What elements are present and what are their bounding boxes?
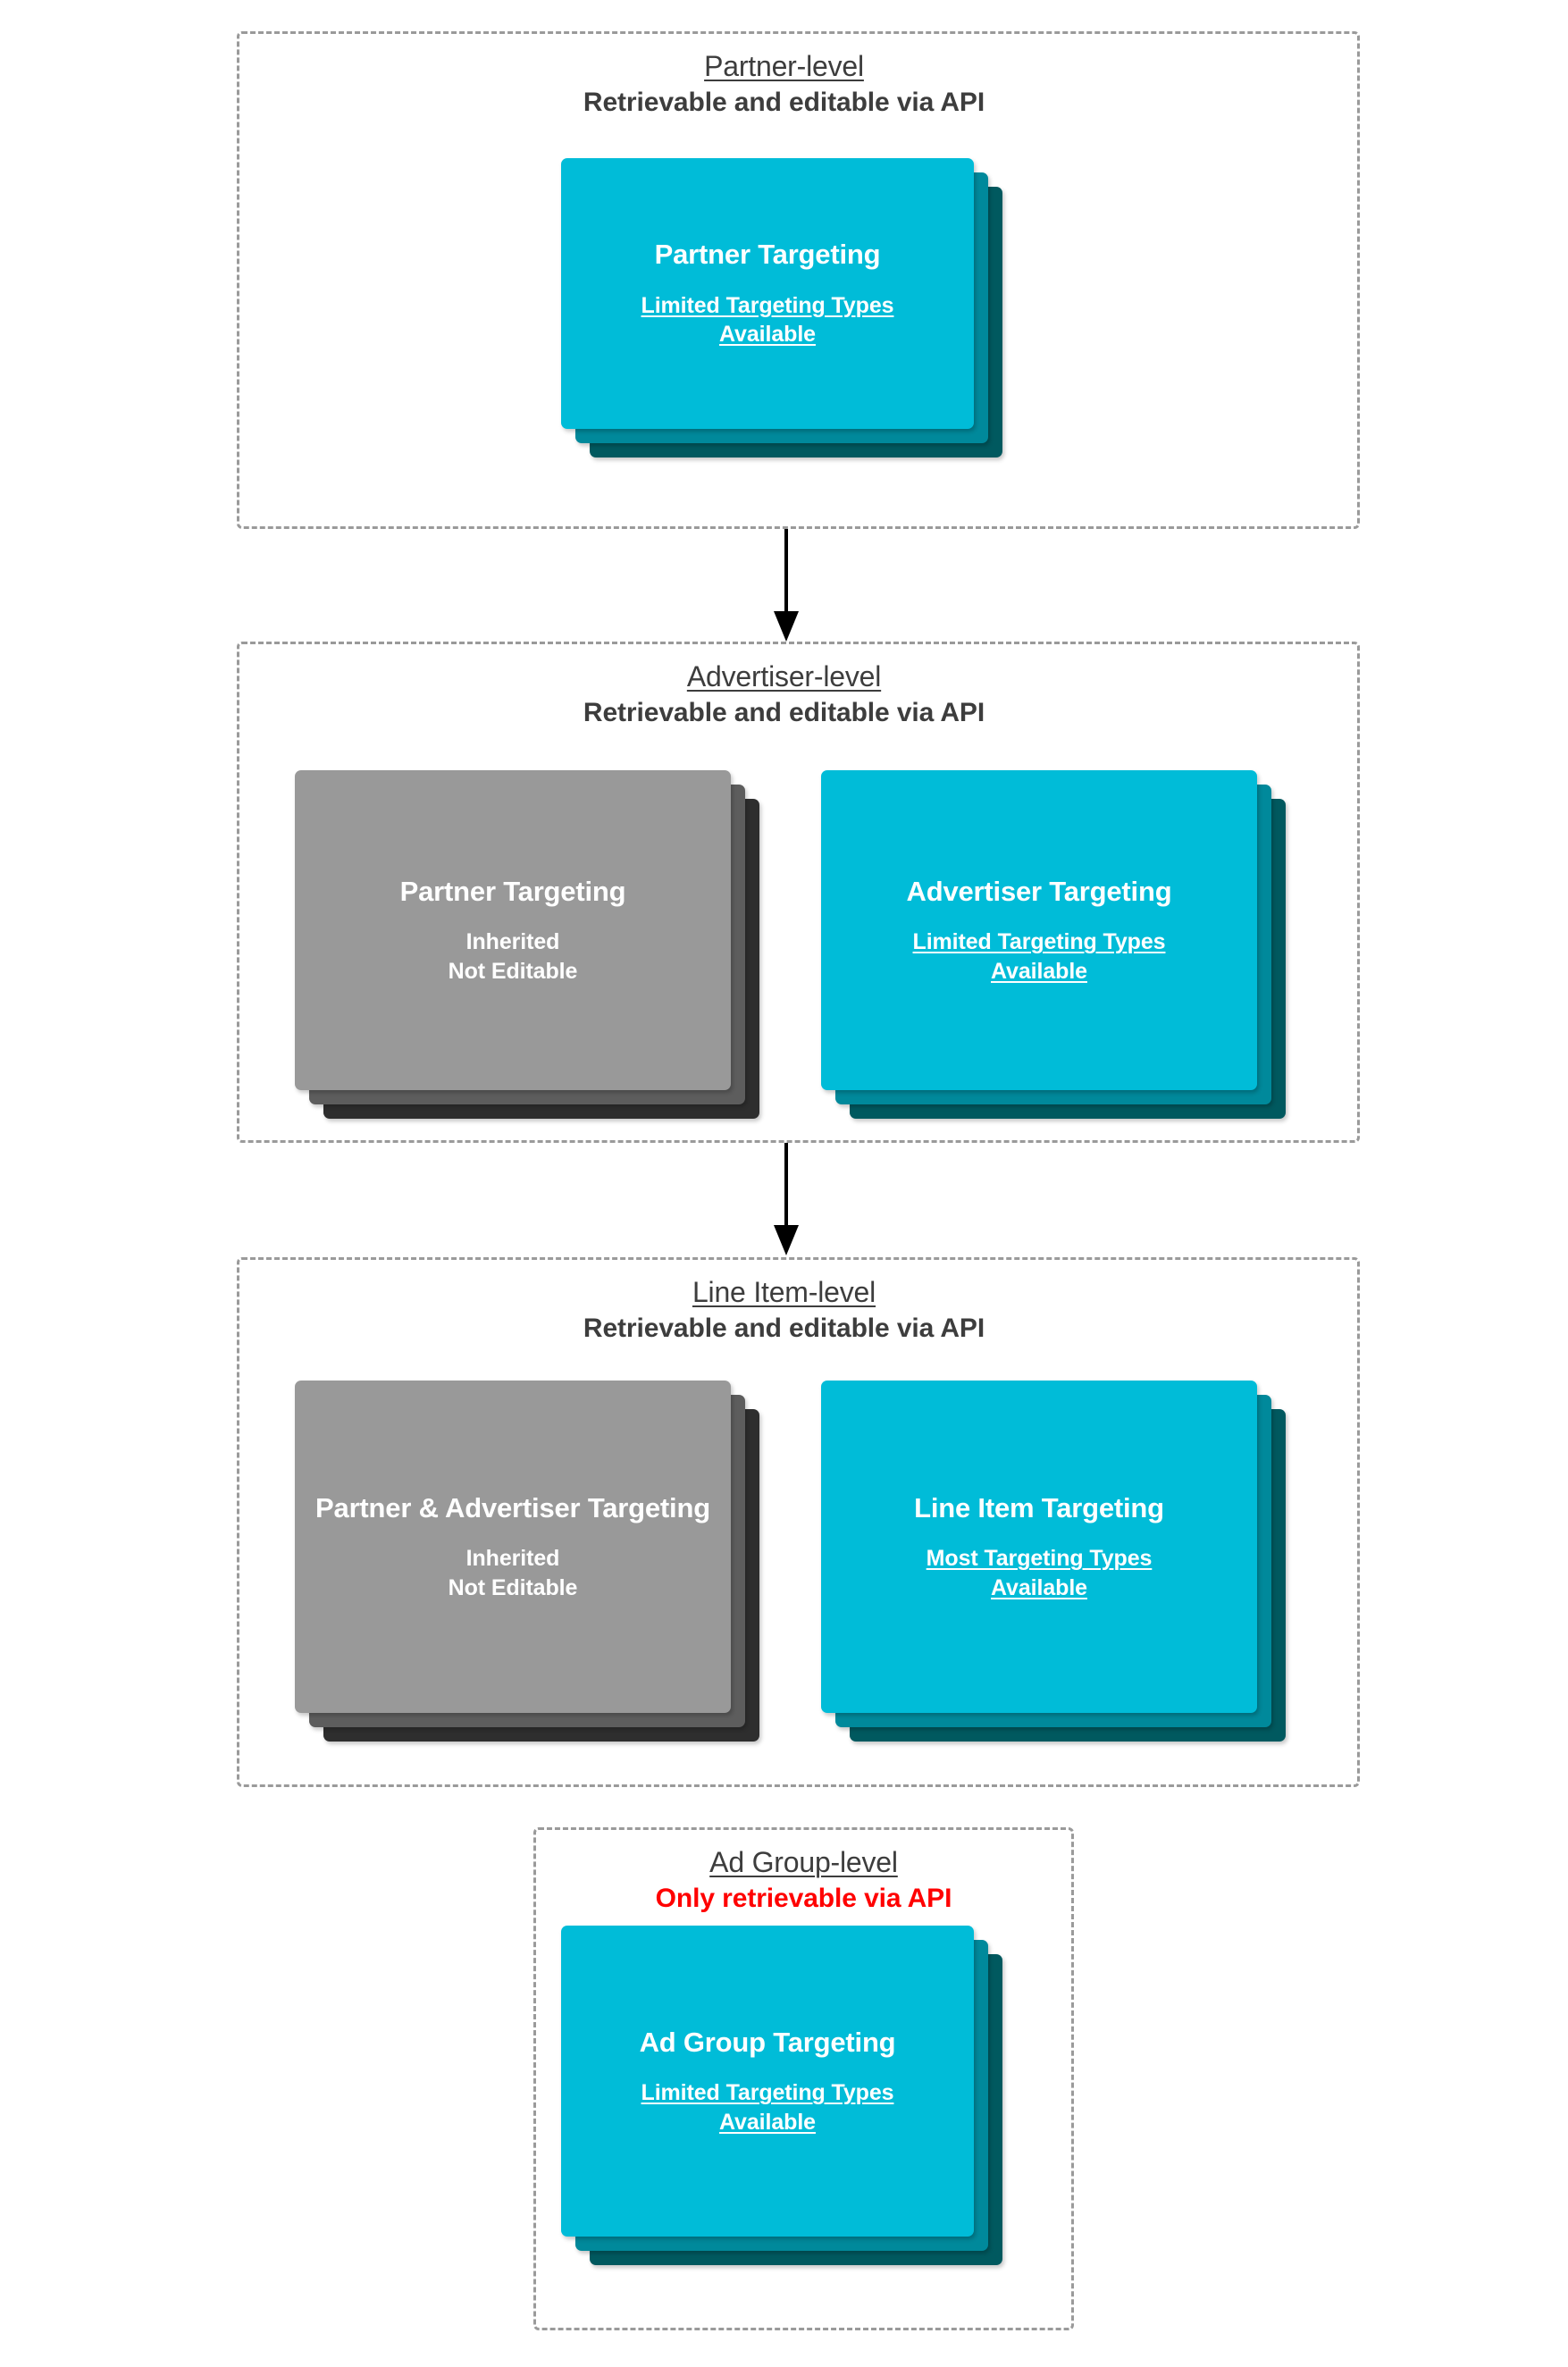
card-subtitle-line1: Limited Targeting Types bbox=[641, 292, 894, 318]
card-subtitle-line2: Not Editable bbox=[448, 958, 578, 984]
card-subtitle-line2: Available bbox=[719, 2109, 816, 2135]
card-content-lineitem-inherited: Partner & Advertiser Targeting Inherited… bbox=[295, 1381, 731, 1713]
card-subtitle-line2: Available bbox=[719, 322, 816, 348]
card-subtitle: Limited Targeting Types Available bbox=[641, 291, 894, 349]
card-layer-front: Partner & Advertiser Targeting Inherited… bbox=[295, 1381, 731, 1713]
card-layer-front: Partner Targeting Inherited Not Editable bbox=[295, 770, 731, 1090]
card-layer-front: Advertiser Targeting Limited Targeting T… bbox=[821, 770, 1257, 1090]
card-content-advertiser-targeting: Advertiser Targeting Limited Targeting T… bbox=[821, 770, 1257, 1090]
card-subtitle: Inherited Not Editable bbox=[449, 927, 578, 986]
card-layer-front: Ad Group Targeting Limited Targeting Typ… bbox=[561, 1926, 974, 2237]
card-subtitle-line2: Not Editable bbox=[448, 1574, 578, 1600]
card-title: Advertiser Targeting bbox=[906, 875, 1172, 907]
card-stack-partner-targeting[interactable]: Partner Targeting Limited Targeting Type… bbox=[561, 158, 1002, 457]
card-title: Partner Targeting bbox=[654, 239, 881, 271]
card-title: Partner & Advertiser Targeting bbox=[315, 1491, 710, 1523]
card-subtitle: Most Targeting Types Available bbox=[927, 1544, 1153, 1602]
card-stack-advertiser-targeting[interactable]: Advertiser Targeting Limited Targeting T… bbox=[821, 770, 1286, 1119]
arrow-advertiser-to-lineitem bbox=[774, 1143, 799, 1255]
card-layer-front: Line Item Targeting Most Targeting Types… bbox=[821, 1381, 1257, 1713]
card-content-partner-targeting: Partner Targeting Limited Targeting Type… bbox=[561, 158, 974, 429]
card-stack-advertiser-inherited-partner[interactable]: Partner Targeting Inherited Not Editable bbox=[295, 770, 759, 1119]
card-subtitle: Limited Targeting Types Available bbox=[913, 927, 1166, 986]
card-subtitle-line1: Most Targeting Types bbox=[926, 1546, 1153, 1572]
card-content-advertiser-inherited: Partner Targeting Inherited Not Editable bbox=[295, 770, 731, 1090]
card-stack-lineitem-targeting[interactable]: Line Item Targeting Most Targeting Types… bbox=[821, 1381, 1286, 1742]
card-title: Partner Targeting bbox=[399, 875, 626, 907]
arrow-partner-to-advertiser bbox=[774, 529, 799, 642]
card-layer-front: Partner Targeting Limited Targeting Type… bbox=[561, 158, 974, 429]
card-subtitle-line2: Available bbox=[991, 1574, 1087, 1600]
card-subtitle-line1: Limited Targeting Types bbox=[641, 2080, 894, 2106]
card-stack-lineitem-inherited[interactable]: Partner & Advertiser Targeting Inherited… bbox=[295, 1381, 759, 1742]
card-subtitle-line1: Limited Targeting Types bbox=[912, 929, 1166, 955]
card-title: Ad Group Targeting bbox=[639, 2026, 896, 2058]
card-content-adgroup-targeting: Ad Group Targeting Limited Targeting Typ… bbox=[561, 1926, 974, 2237]
card-content-lineitem-targeting: Line Item Targeting Most Targeting Types… bbox=[821, 1381, 1257, 1713]
card-subtitle: Limited Targeting Types Available bbox=[641, 2078, 894, 2136]
card-subtitle-line1: Inherited bbox=[465, 929, 560, 955]
card-stack-adgroup-targeting[interactable]: Ad Group Targeting Limited Targeting Typ… bbox=[561, 1926, 1002, 2265]
card-subtitle-line1: Inherited bbox=[465, 1546, 560, 1572]
card-subtitle: Inherited Not Editable bbox=[449, 1544, 578, 1602]
card-subtitle-line2: Available bbox=[991, 958, 1087, 984]
card-title: Line Item Targeting bbox=[914, 1491, 1164, 1523]
